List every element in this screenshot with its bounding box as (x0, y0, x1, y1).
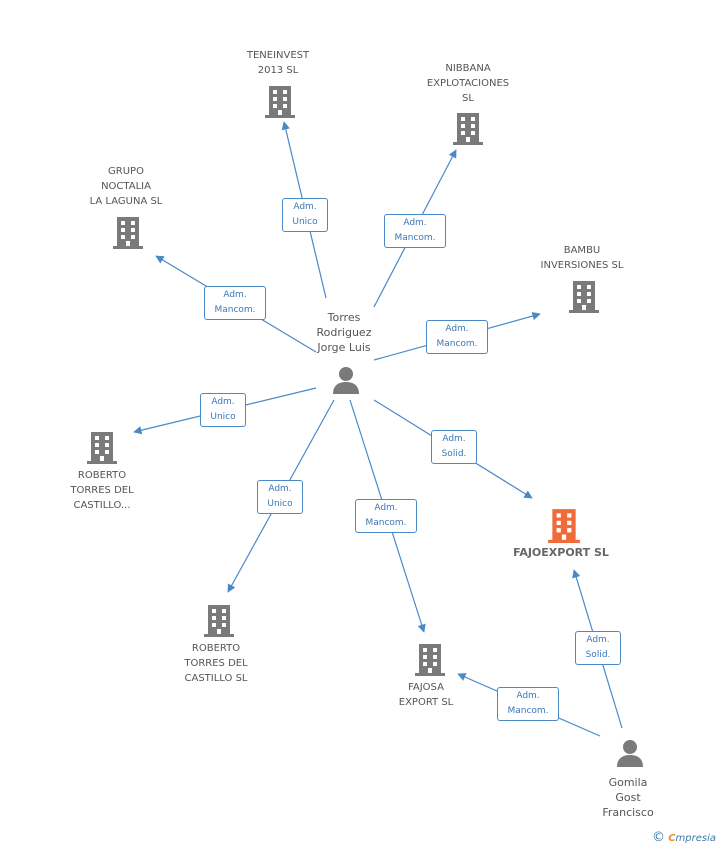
company-label: GRUPO NOCTALIA LA LAGUNA SL (89, 166, 163, 207)
building-icon-main[interactable] (548, 507, 580, 547)
company-label: ROBERTO TORRES DEL CASTILLO SL (184, 643, 248, 684)
person-icon[interactable] (615, 738, 645, 772)
company-node-nibbana[interactable]: NIBBANA EXPLOTACIONES SL (408, 61, 528, 106)
company-node-roberto2[interactable]: ROBERTO TORRES DEL CASTILLO SL (156, 641, 276, 686)
building-icon[interactable] (569, 279, 599, 317)
company-label: TENEINVEST 2013 SL (246, 50, 310, 76)
person-label-torres: Torres Rodriguez Jorge Luis (316, 311, 372, 354)
relation-label-fajosa-gomila[interactable]: Adm. Mancom. (497, 687, 559, 721)
company-node-bambu[interactable]: BAMBU INVERSIONES SL (520, 243, 644, 273)
building-icon[interactable] (415, 642, 445, 680)
company-label: ROBERTO TORRES DEL CASTILLO... (70, 470, 134, 511)
company-label: NIBBANA EXPLOTACIONES SL (426, 63, 510, 104)
relation-label-noctalia[interactable]: Adm. Mancom. (204, 286, 266, 320)
building-icon[interactable] (265, 84, 295, 122)
brand-name: mpresia (675, 833, 716, 844)
relation-label-nibbana[interactable]: Adm. Mancom. (384, 214, 446, 248)
relation-label-fajoexport-torres[interactable]: Adm. Solid. (431, 430, 477, 464)
company-node-noctalia[interactable]: GRUPO NOCTALIA LA LAGUNA SL (66, 164, 186, 209)
empresia-logo[interactable]: © Cmpresia (652, 830, 716, 845)
brand-initial: C (668, 833, 676, 844)
company-node-teneinvest[interactable]: TENEINVEST 2013 SL (218, 48, 338, 78)
person-label-gomila: Gomila Gost Francisco (602, 776, 654, 819)
relation-label-roberto1[interactable]: Adm. Unico (200, 393, 246, 427)
copyright-symbol: © (652, 830, 665, 845)
company-label-main: FAJOEXPORT SL (513, 546, 609, 559)
relation-label-fajosa-torres[interactable]: Adm. Mancom. (355, 499, 417, 533)
company-label: FAJOSA EXPORT SL (398, 682, 454, 708)
building-icon[interactable] (204, 603, 234, 641)
company-node-fajosa[interactable]: FAJOSA EXPORT SL (366, 680, 486, 710)
company-node-fajoexport[interactable]: FAJOEXPORT SL (494, 545, 628, 560)
building-icon[interactable] (453, 111, 483, 149)
relation-label-teneinvest[interactable]: Adm. Unico (282, 198, 328, 232)
company-label: BAMBU INVERSIONES SL (540, 245, 624, 271)
person-icon[interactable] (331, 365, 361, 399)
relation-label-bambu[interactable]: Adm. Mancom. (426, 320, 488, 354)
building-icon[interactable] (113, 215, 143, 253)
relation-label-fajoexport-gomila[interactable]: Adm. Solid. (575, 631, 621, 665)
company-node-roberto1[interactable]: ROBERTO TORRES DEL CASTILLO... (42, 468, 162, 513)
relation-label-roberto2[interactable]: Adm. Unico (257, 480, 303, 514)
building-icon[interactable] (87, 430, 117, 468)
